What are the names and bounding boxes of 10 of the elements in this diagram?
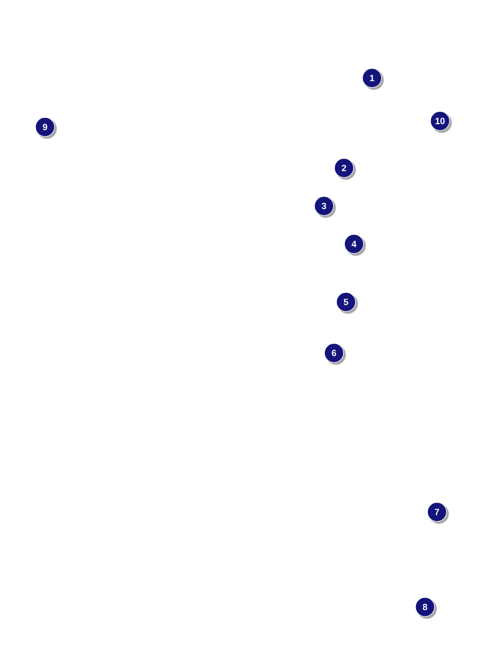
callout-number: 6	[324, 343, 346, 365]
callout-number: 7	[427, 502, 449, 524]
callout-number: 1	[362, 68, 384, 90]
callout-number: 3	[314, 196, 336, 218]
callout-number: 4	[344, 234, 366, 256]
callout-number: 8	[415, 597, 437, 619]
callout-number: 10	[430, 111, 452, 133]
callout-number: 5	[336, 292, 358, 314]
callout-number: 2	[334, 158, 356, 180]
callout-number: 9	[35, 117, 57, 139]
